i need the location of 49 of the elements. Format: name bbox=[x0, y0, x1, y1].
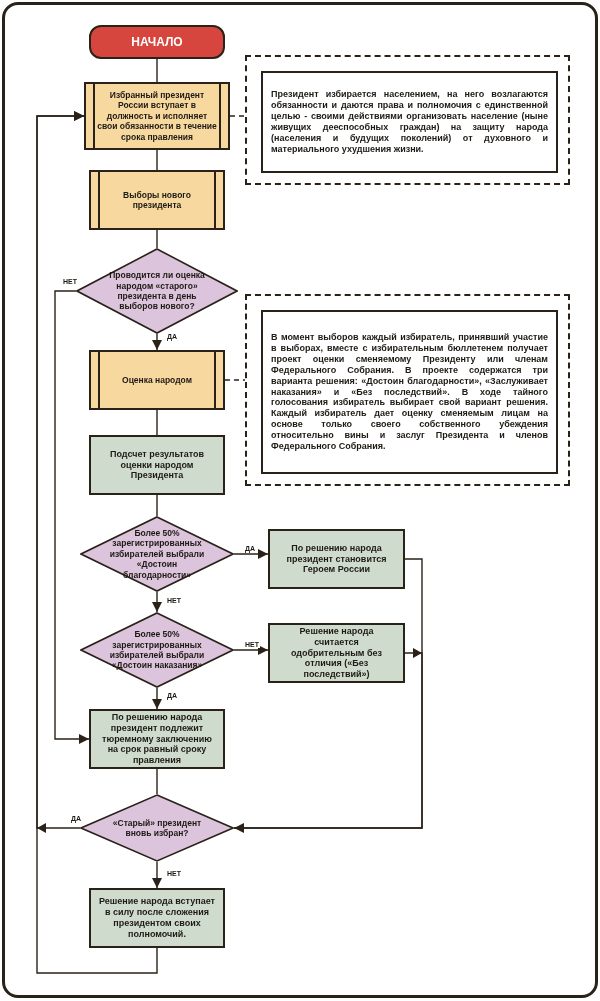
action-box bbox=[268, 529, 405, 589]
node-text: «Старый» президент вновь избран? bbox=[111, 817, 203, 839]
arrow bbox=[233, 648, 423, 833]
decision-diamond bbox=[80, 516, 234, 592]
decision-diamond bbox=[80, 612, 234, 688]
note-box bbox=[261, 310, 558, 474]
dashed-connector bbox=[224, 379, 246, 381]
node-text: Выборы нового президента bbox=[122, 189, 192, 211]
node-text: По решению народа президент подлежит тюремному заключению на срок равный сроку правления bbox=[101, 711, 213, 767]
note-text: Президент избирается населением, на него возлагаются обязанности и даются права и полномочия с единственной целью - своими действиями организовать население (ныне живущих дееспособных граждан) на защиту народа (населения и будущих поколений) от духовного и материального ухудшения жизни. bbox=[271, 89, 548, 155]
node-text: Оценка народом bbox=[122, 374, 192, 386]
node-text: По решению народа президент становится Героем России bbox=[285, 542, 388, 576]
arrow bbox=[233, 645, 269, 655]
dashed-connector bbox=[229, 115, 246, 117]
terminal-label: НАЧАЛО bbox=[131, 34, 183, 50]
arrow bbox=[152, 333, 162, 351]
node-text: Проводится ли оценка народом «старого» президента в день выборов нового? bbox=[108, 270, 206, 312]
node-text: Подсчет результатов оценки народом Президента bbox=[108, 448, 206, 482]
node-text: Более 50% зарегистрированных избирателей выбрали «Достоин благодарности» bbox=[108, 528, 206, 580]
connector-line bbox=[156, 768, 158, 795]
action-box bbox=[89, 709, 225, 769]
dashed-note-frame bbox=[245, 294, 570, 486]
node-text: Более 50% зарегистрированных избирателей выбрали «Достоин наказания» bbox=[108, 629, 206, 671]
decision-diamond bbox=[80, 794, 234, 862]
arrow bbox=[36, 111, 158, 974]
connector-line bbox=[156, 409, 158, 436]
arrow bbox=[54, 290, 90, 744]
action-box bbox=[89, 435, 225, 495]
action-box bbox=[268, 623, 405, 683]
arrow bbox=[152, 687, 162, 710]
process-box bbox=[89, 170, 225, 230]
connector-line bbox=[156, 149, 158, 171]
node-text: Избранный президент России вступает в должность и исполняет свои обязанности в течение срока правления bbox=[97, 90, 217, 142]
arrow bbox=[152, 591, 162, 613]
connector-line bbox=[156, 58, 158, 83]
action-box bbox=[89, 888, 225, 948]
arrow bbox=[152, 861, 162, 889]
start-terminal bbox=[89, 25, 225, 59]
connector-line bbox=[156, 229, 158, 249]
arrow bbox=[233, 549, 269, 559]
decision-diamond bbox=[76, 248, 238, 334]
connector-line bbox=[156, 494, 158, 517]
node-text: Решение народа вступает в силу после сложения президентом своих полномочий. bbox=[99, 896, 215, 940]
process-box bbox=[89, 350, 225, 410]
note-box bbox=[261, 71, 558, 173]
dashed-note-frame bbox=[245, 55, 570, 185]
node-text: Решение народа считается одобрительным без отличия («Без последствий») bbox=[289, 625, 384, 681]
note-text: В момент выборов каждый избиратель, принявший участие в выборах, вместе с избирательным бюллетенем получает проект оценки сменяемому Президенту или членам Федерального Собрания. В проекте содержатся три варианта решения: «Достоин благодарности», «Заслуживает наказания» и «Без последствий». В ходе тайного голосования избиратель выбирает свой вариант решения. Каждый избиратель дает оценку сменяемым лицам на основе только своего собственного убеждения относительно вины и заслуг Президента и членов Федерального Собрания. bbox=[271, 331, 548, 453]
process-box bbox=[84, 82, 230, 150]
